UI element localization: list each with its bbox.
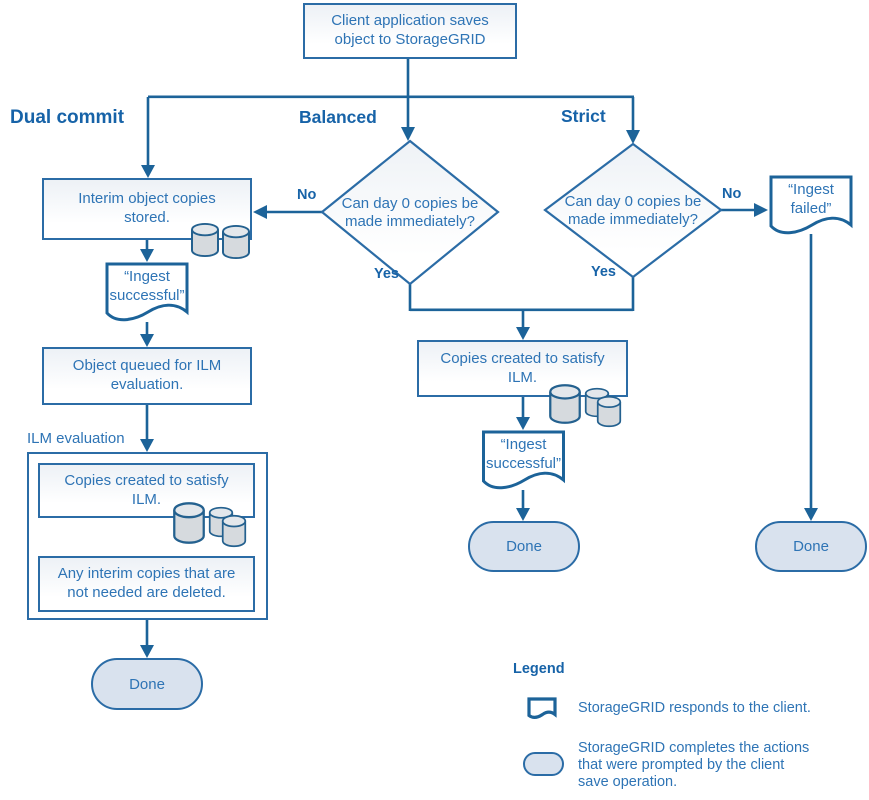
database-cylinder-icon — [221, 514, 247, 548]
database-cylinder-icon — [596, 395, 622, 428]
decision-strict-question: Can day 0 copies be made immediately? — [564, 192, 702, 228]
done-label: Done — [506, 538, 542, 555]
object-queued-label: Object queued for ILM evaluation. — [72, 357, 222, 393]
interim-copies-label: Interim object copies stored. — [78, 190, 216, 226]
ingest-failed-label: “Ingest failed” — [788, 181, 834, 217]
database-cylinder-icon — [173, 502, 205, 544]
label-no-balanced: No — [297, 187, 317, 203]
done-node-strict: Done — [755, 521, 867, 572]
ingest-failed-doc: “Ingest failed” — [768, 175, 854, 239]
document-shape — [482, 430, 565, 490]
decision-balanced: Can day 0 copies be made immediately? — [320, 139, 500, 286]
ingest-successful-doc-balanced: “Ingest successful” — [481, 430, 566, 494]
done-node-dual: Done — [91, 658, 203, 710]
legend-stadium-text: StorageGRID completes the actions that w… — [578, 740, 810, 791]
arrowheads — [140, 127, 818, 658]
copies-created-label: Copies created to satisfy ILM. — [64, 471, 229, 508]
decision-strict: Can day 0 copies be made immediately? — [543, 142, 723, 279]
diamond-shape — [320, 139, 500, 286]
branch-label-dual-commit: Dual commit — [10, 107, 125, 128]
database-cylinder-icon — [549, 384, 581, 424]
document-shape — [105, 262, 189, 322]
legend-heading: Legend — [513, 661, 565, 677]
label-yes-balanced: Yes — [374, 266, 399, 282]
decision-balanced-question: Can day 0 copies be made immediately? — [341, 194, 479, 230]
diamond-shape — [543, 142, 723, 279]
database-cylinder-icon — [222, 224, 250, 260]
start-node: Client application saves object to Stora… — [303, 3, 517, 59]
ilm-evaluation-label: ILM evaluation — [27, 430, 125, 447]
branch-label-balanced: Balanced — [299, 107, 377, 127]
done-label: Done — [793, 538, 829, 555]
done-label: Done — [129, 675, 165, 693]
legend-document-icon — [527, 697, 557, 719]
ingest-successful-label: “Ingest successful” — [109, 268, 185, 304]
database-cylinder-icon — [191, 222, 219, 258]
copies-created-box-balanced: Copies created to satisfy ILM. — [417, 340, 628, 397]
legend-stadium-icon — [523, 752, 564, 776]
interim-deleted-box: Any interim copies that are not needed a… — [38, 556, 255, 612]
ingest-successful-label: “Ingest successful” — [485, 436, 562, 472]
document-shape — [769, 175, 853, 235]
label-yes-strict: Yes — [591, 264, 616, 280]
object-queued-box: Object queued for ILM evaluation. — [42, 347, 252, 405]
ingest-successful-doc-dual: “Ingest successful” — [105, 262, 189, 326]
copies-created-label: Copies created to satisfy ILM. — [440, 349, 605, 386]
done-node-balanced: Done — [468, 521, 580, 572]
interim-deleted-label: Any interim copies that are not needed a… — [57, 565, 236, 601]
start-node-label: Client application saves object to Stora… — [331, 12, 489, 48]
label-no-strict: No — [722, 186, 742, 202]
legend-document-text: StorageGRID responds to the client. — [578, 700, 811, 716]
branch-label-strict: Strict — [561, 106, 606, 126]
